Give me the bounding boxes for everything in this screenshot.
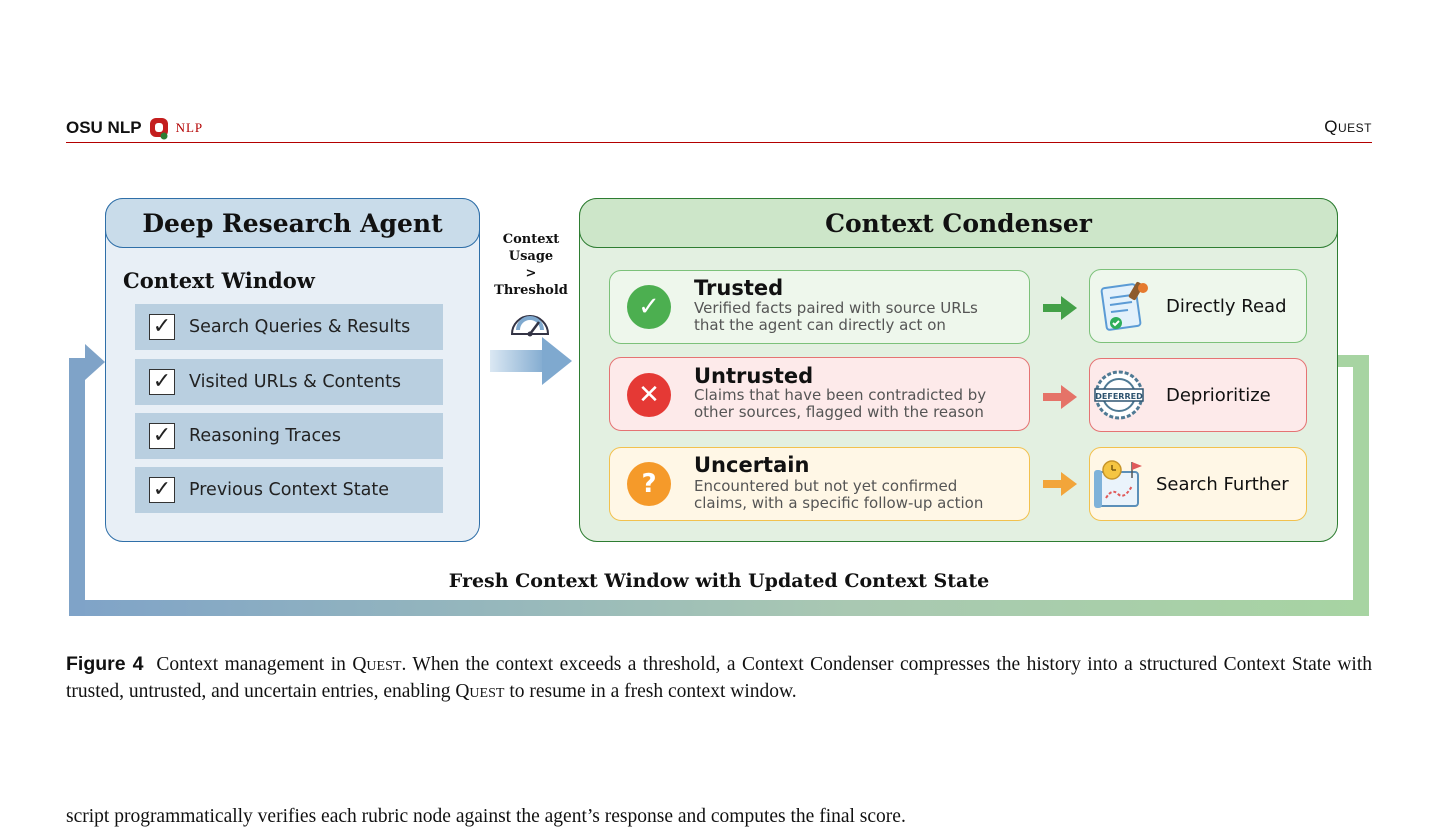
agent-title: Deep Research Agent <box>105 198 480 248</box>
untrusted-desc: Claims that have been contradicted by ot… <box>694 387 1024 421</box>
directly-read-label: Directly Read <box>1166 295 1287 317</box>
arrow-right-icon <box>1043 472 1077 496</box>
context-window-title: Context Window <box>123 268 315 293</box>
uncertain-label: Uncertain <box>694 453 810 477</box>
caption-text: to resume in a fresh context window. <box>509 681 797 702</box>
question-circle-icon: ? <box>627 462 671 506</box>
context-item: ✓ Reasoning Traces <box>135 413 443 459</box>
lab-name: OSU NLP <box>66 118 142 137</box>
deferred-stamp-icon: DEFERRED <box>1094 370 1144 420</box>
desc-line: claims, with a specific follow-up action <box>694 494 984 512</box>
arrow-right-icon <box>1043 385 1077 409</box>
desc-line: Claims that have been contradicted by <box>694 386 987 404</box>
checkbox-icon: ✓ <box>149 423 175 449</box>
gauge-icon <box>510 315 550 337</box>
deprioritize-label: Deprioritize <box>1166 384 1271 406</box>
desc-line: Verified facts paired with source URLs <box>694 299 978 317</box>
context-item: ✓ Previous Context State <box>135 467 443 513</box>
usage-line: Threshold <box>494 283 568 298</box>
check-circle-icon: ✓ <box>627 285 671 329</box>
trusted-label: Trusted <box>694 276 784 300</box>
checkbox-icon: ✓ <box>149 314 175 340</box>
deprioritize-card: DEFERRED Deprioritize <box>1089 358 1307 432</box>
context-item-label: Visited URLs & Contents <box>189 372 402 392</box>
desc-line: other sources, flagged with the reason <box>694 403 984 421</box>
search-further-label: Search Further <box>1156 473 1289 495</box>
body-paragraph: script programmatically verifies each ru… <box>66 806 906 827</box>
caption-system-name: Quest <box>352 654 402 675</box>
caption-text: . When the context exceeds a threshold, … <box>66 654 1373 702</box>
stamp-text: DEFERRED <box>1095 392 1143 401</box>
x-circle-icon: ✕ <box>627 373 671 417</box>
caption-label: Figure 4 <box>66 653 144 675</box>
context-item: ✓ Search Queries & Results <box>135 304 443 350</box>
directly-read-card: Directly Read <box>1089 269 1307 343</box>
usage-line: Context <box>502 232 560 247</box>
arrow-right-icon <box>1043 296 1077 320</box>
header-title: Quest <box>1324 117 1372 136</box>
header-lab: OSU NLP NLP <box>66 116 203 140</box>
header-rule <box>66 142 1372 143</box>
caption-text: Context management in <box>156 654 346 675</box>
usage-line: > <box>525 266 537 281</box>
desc-line: Encountered but not yet confirmed <box>694 477 958 495</box>
untrusted-label: Untrusted <box>694 364 814 388</box>
context-item: ✓ Visited URLs & Contents <box>135 359 443 405</box>
condenser-title: Context Condenser <box>579 198 1338 248</box>
loop-label: Fresh Context Window with Updated Contex… <box>448 570 990 592</box>
search-further-card: Search Further <box>1089 447 1307 521</box>
logo-text: NLP <box>175 120 204 135</box>
desc-line: that the agent can directly act on <box>694 316 946 334</box>
checkbox-icon: ✓ <box>149 477 175 503</box>
context-item-label: Search Queries & Results <box>189 317 411 337</box>
untrusted-card <box>609 357 1030 431</box>
uncertain-desc: Encountered but not yet confirmed claims… <box>694 478 1024 512</box>
osu-logo-icon <box>149 118 168 140</box>
caption-system-name: Quest <box>455 681 505 702</box>
context-item-label: Previous Context State <box>189 480 389 500</box>
context-item-label: Reasoning Traces <box>189 426 341 446</box>
figure-caption: Figure 4 Context management in Quest. Wh… <box>66 651 1372 705</box>
uncertain-card <box>609 447 1030 521</box>
trusted-card <box>609 270 1030 344</box>
document-icon <box>1100 281 1148 331</box>
usage-label: Context Usage > Threshold <box>488 231 574 299</box>
trusted-desc: Verified facts paired with source URLs t… <box>694 300 1024 334</box>
search-map-icon <box>1094 460 1142 508</box>
usage-line: Usage <box>508 249 554 264</box>
checkbox-icon: ✓ <box>149 369 175 395</box>
